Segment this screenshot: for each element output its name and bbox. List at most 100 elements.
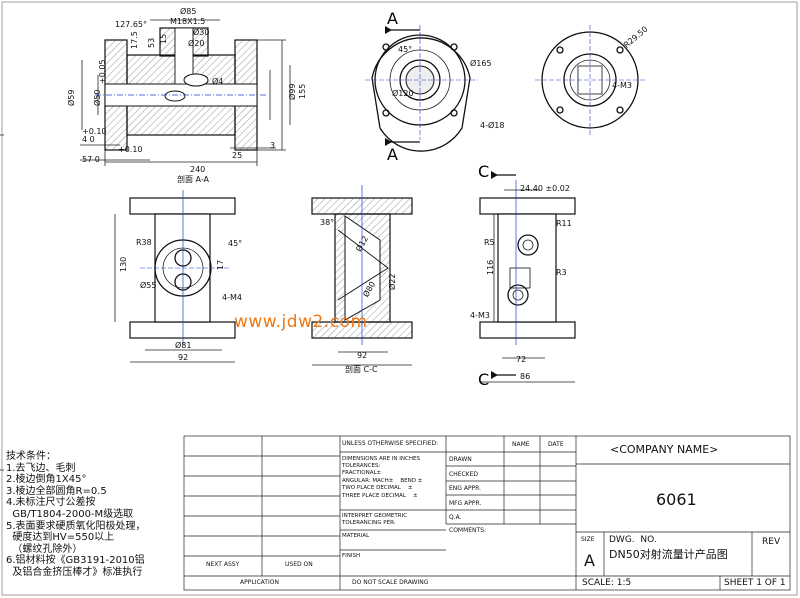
note-item: 4.未标注尺寸公差按 [6, 497, 96, 509]
dim-d4: Ø4 [212, 76, 223, 86]
tb-do-not-scale: DO NOT SCALE DRAWING [352, 579, 429, 586]
note-item: 2.棱边倒角1X45° [6, 474, 87, 486]
dim-v175: 17.5 [130, 31, 139, 49]
title-block-grid [183, 435, 791, 591]
tb-checked: CHECKED [449, 471, 479, 478]
note-item: 1.去飞边、毛刺 [6, 462, 76, 474]
dim-len40: 4 0 [82, 135, 95, 144]
note-item: GB/T1804-2000-M级选取 [6, 508, 134, 520]
dim-len570: 57 0 [82, 155, 100, 164]
dim-tol-2: +0.10 [82, 127, 107, 136]
section-cc-title: 剖面 C-C [345, 364, 378, 374]
tb-eng-appr: ENG APPR. [449, 485, 482, 492]
tb-tolerances: TOLERANCES: [342, 463, 381, 469]
tb-two-place: TWO PLACE DECIMAL ± [342, 485, 413, 491]
dim-d85: Ø85 [180, 6, 196, 16]
tb-material-value: 6061 [656, 490, 697, 509]
tb-finish: FINISH [342, 553, 361, 559]
dim-d99: Ø99 [287, 84, 297, 100]
dim-v17: 17 [216, 260, 225, 270]
dim-v86: 86 [520, 372, 530, 381]
dim-d120: Ø120 [392, 88, 414, 98]
tb-comments: COMMENTS: [449, 527, 487, 534]
tb-material: MATERIAL [342, 533, 370, 539]
dim-v130: 130 [119, 257, 128, 272]
note-item: 及铝合金挤压棒才》标准执行 [6, 566, 143, 578]
section-marker-a-bottom: A [387, 145, 398, 164]
tb-dwg-no-label: DWG. NO. [609, 535, 657, 545]
dim-len3: 3 [270, 141, 275, 150]
dim-a45: 45° [228, 239, 242, 248]
tb-size-label: SIZE [581, 536, 595, 543]
tb-fractional: FRACTIONAL± [342, 470, 382, 476]
dim-len25: 25 [232, 151, 242, 160]
dim-d30: Ø30 [193, 27, 209, 37]
front-view [365, 25, 478, 152]
tb-application: APPLICATION [240, 579, 279, 586]
tb-unless: UNLESS OTHERWISE SPECIFIED: [342, 440, 439, 447]
dim-right-m3: 4-M3 [612, 81, 632, 90]
section-aa-view [80, 19, 291, 166]
right-view [535, 25, 645, 135]
note-item: 3.棱边全部圆角R=0.5 [6, 485, 107, 497]
section-marker-c-top: C [478, 162, 489, 181]
tb-size-value: A [584, 551, 595, 570]
dim-v53: 53 [147, 38, 156, 48]
tb-tolerancing: TOLERANCING PER: [342, 520, 396, 526]
dim-d20: Ø20 [188, 38, 204, 48]
tb-angular: ANGULAR: MACH± BEND ± [342, 478, 423, 484]
dim-angle: 127.65° [115, 20, 147, 29]
dim-len240: 240 [190, 165, 205, 174]
section-cc-view [311, 185, 413, 366]
bottom-left-view [114, 190, 236, 363]
dim-d59: Ø59 [66, 90, 76, 106]
dim-4-m4: 4-M4 [222, 293, 242, 302]
tb-name-col: NAME [512, 441, 530, 448]
note-item: 6.铝材料按《GB3191-2010铝 [6, 555, 145, 567]
tb-three-place: THREE PLACE DECIMAL ± [342, 493, 418, 499]
dim-tol-3: +0.10 [118, 145, 143, 154]
watermark-text: www.jdw2.com [234, 312, 368, 332]
dim-len155: 155 [298, 84, 307, 99]
tb-drawn: DRAWN [449, 456, 472, 463]
section-aa-title: 剖面 A-A [177, 174, 210, 184]
dim-v92-left: 92 [178, 353, 188, 362]
tb-date-col: DATE [548, 441, 564, 448]
dim-r3: R3 [556, 268, 567, 277]
tb-rev-label: REV [762, 537, 781, 547]
dim-v116: 116 [486, 260, 495, 275]
tb-sheet: SHEET 1 OF 1 [724, 578, 786, 588]
tb-company-name: <COMPANY NAME> [610, 443, 719, 456]
dim-tol-2440: 24.40 ±0.02 [520, 184, 570, 193]
tb-dims-inches: DIMENSIONS ARE IN INCHES [342, 456, 420, 462]
tb-interpret: INTERPRET GEOMETRIC [342, 513, 408, 519]
note-item: 5.表面要求硬质氧化阳极处理， [6, 520, 146, 532]
bottom-right-view [479, 171, 576, 383]
dim-thread: M18X1.5 [170, 17, 205, 26]
note-item: （螺纹孔除外） [6, 543, 83, 555]
dim-d165: Ø165 [470, 58, 492, 68]
dim-tol-1: +0.05 [98, 59, 107, 84]
dim-d50: Ø50 [92, 90, 102, 106]
dim-d55: Ø55 [140, 280, 156, 290]
dim-r11: R11 [556, 219, 572, 228]
section-marker-c-bottom: C [478, 370, 489, 389]
dim-d22: Ø22 [387, 274, 397, 290]
dim-br-4-m3: 4-M3 [470, 311, 490, 320]
notes-title: 技术条件： [6, 451, 56, 462]
tb-next-assy: NEXT ASSY [206, 561, 240, 568]
tb-used-on: USED ON [285, 561, 313, 568]
dim-4-d18: 4-Ø18 [480, 120, 504, 130]
technical-notes: 技术条件： 1.去飞边、毛刺 2.棱边倒角1X45° 3.棱边全部圆角R=0.5… [6, 451, 146, 579]
tb-scale: SCALE: 1:5 [582, 578, 632, 588]
tb-dwg-title: DN50对射流量计产品图 [609, 548, 728, 561]
tb-mfg-appr: MFG APPR. [449, 500, 482, 507]
dim-a38: 38° [320, 218, 334, 227]
dim-45: 45° [398, 45, 412, 54]
dim-v92-cc: 92 [357, 351, 367, 360]
dim-r38: R38 [136, 238, 152, 247]
dim-r5: R5 [484, 238, 495, 247]
dim-v15: 15 [159, 34, 168, 44]
tb-qa: Q.A. [449, 514, 462, 521]
